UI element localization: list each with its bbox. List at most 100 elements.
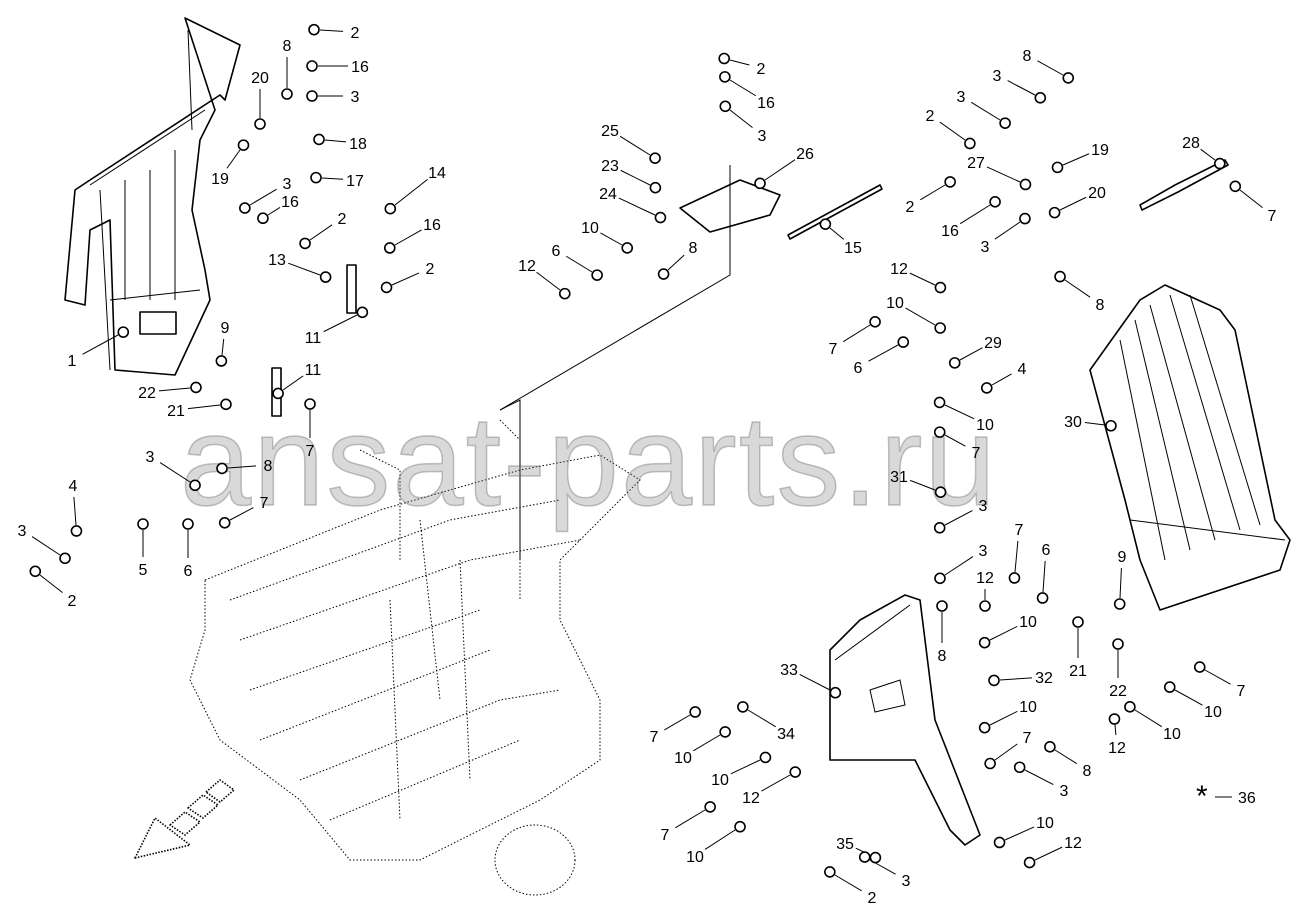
fastener-10 [719, 726, 731, 738]
fastener-3 [858, 851, 871, 863]
fastener-14 [384, 202, 397, 215]
fastener-23 [649, 181, 662, 194]
callout-6: 6 [854, 360, 863, 377]
leader-line-28 [1200, 148, 1216, 161]
callout-7: 7 [260, 495, 269, 512]
fastener-10 [621, 242, 634, 254]
callout-28: 28 [1182, 135, 1200, 152]
leader-line-10 [600, 232, 623, 246]
callout-3: 3 [18, 523, 27, 540]
callout-25: 25 [601, 123, 619, 140]
callout-10: 10 [1019, 699, 1037, 716]
leader-line-20 [1059, 196, 1087, 211]
callout-18: 18 [349, 136, 367, 153]
leader-line-18 [324, 139, 347, 143]
fastener-16 [383, 242, 396, 254]
callout-16: 16 [351, 59, 369, 76]
callout-17: 17 [346, 173, 364, 190]
leader-line-11 [323, 314, 358, 333]
fastener-3 [999, 117, 1011, 129]
watermark: ansat-parts.ru [180, 390, 998, 533]
fastener-2 [299, 237, 311, 250]
callout-5: 5 [139, 562, 148, 579]
fastener-31 [934, 486, 947, 498]
leader-line-2 [391, 272, 420, 286]
leader-line-3 [159, 462, 191, 483]
callout-8: 8 [938, 648, 947, 665]
callout-12: 12 [742, 790, 760, 807]
leader-line-10 [989, 710, 1018, 726]
callout-12: 12 [976, 570, 994, 587]
callout-21: 21 [167, 403, 185, 420]
callout-13: 13 [268, 252, 286, 269]
fastener-12 [558, 287, 571, 300]
callout-12: 12 [518, 258, 536, 275]
fastener-11 [356, 306, 369, 319]
leader-line-7 [664, 714, 691, 731]
fastener-19 [1051, 161, 1064, 174]
fastener-20 [1048, 206, 1061, 219]
leader-line-8 [1054, 749, 1078, 765]
leader-line-7 [842, 324, 871, 343]
leader-line-6 [868, 344, 899, 362]
fastener-10 [734, 820, 746, 833]
callout-7: 7 [650, 729, 659, 746]
leader-line-4 [991, 373, 1012, 386]
leader-line-14 [394, 179, 428, 206]
fastener-22 [190, 381, 202, 394]
fastener-30 [1105, 419, 1117, 432]
leader-line-10 [704, 829, 736, 850]
callout-2: 2 [68, 593, 77, 610]
callout-7: 7 [306, 443, 315, 460]
leader-line-2 [309, 224, 333, 241]
leader-line-10 [905, 307, 936, 326]
leader-line-7 [675, 809, 706, 829]
fastener-10 [1124, 701, 1136, 713]
callout-9: 9 [1118, 549, 1127, 566]
fastener-12 [934, 281, 947, 294]
fastener-7 [689, 706, 701, 718]
fastener-24 [654, 211, 667, 224]
leader-line-10 [944, 404, 975, 420]
callout-33: 33 [780, 662, 798, 679]
callout-11: 11 [305, 362, 322, 379]
leader-line-2 [319, 29, 344, 32]
callout-12: 12 [1064, 835, 1082, 852]
fastener-2 [824, 866, 836, 878]
fastener-7 [704, 801, 716, 813]
rear-fender [1089, 284, 1291, 611]
callout-23: 23 [601, 158, 619, 175]
callout-32: 32 [1035, 670, 1053, 687]
fastener-8 [1062, 72, 1075, 84]
leader-line-10 [1174, 689, 1203, 706]
callout-7: 7 [1023, 730, 1032, 747]
fastener-16 [257, 212, 269, 225]
leader-line-7 [1204, 669, 1231, 685]
leader-line-3 [31, 536, 61, 556]
callout-11: 11 [305, 330, 322, 347]
leader-line-11 [282, 375, 304, 391]
leader-line-10 [1134, 709, 1163, 728]
direction-arrow [134, 779, 235, 859]
leader-line-3 [944, 556, 974, 576]
callout-4: 4 [69, 478, 78, 495]
fastener-6 [1036, 592, 1049, 604]
fastener-9 [1113, 598, 1126, 610]
leader-line-10 [989, 625, 1018, 641]
leader-line-8 [227, 465, 257, 469]
fastener-33 [829, 686, 842, 699]
fastener-16 [719, 71, 731, 83]
callout-7: 7 [972, 445, 981, 462]
fastener-16 [306, 60, 318, 72]
leader-line-10 [693, 734, 721, 752]
fastener-15 [819, 218, 832, 230]
leader-line-3 [944, 510, 973, 526]
fastener-16 [989, 196, 1001, 208]
callout-4: 4 [1018, 361, 1027, 378]
fastener-25 [649, 152, 661, 164]
leader-line-27 [986, 166, 1021, 183]
callout-22: 22 [1109, 683, 1127, 700]
callout-2: 2 [338, 211, 347, 228]
callout-1: 1 [68, 353, 77, 370]
leader-line-12 [909, 272, 936, 286]
